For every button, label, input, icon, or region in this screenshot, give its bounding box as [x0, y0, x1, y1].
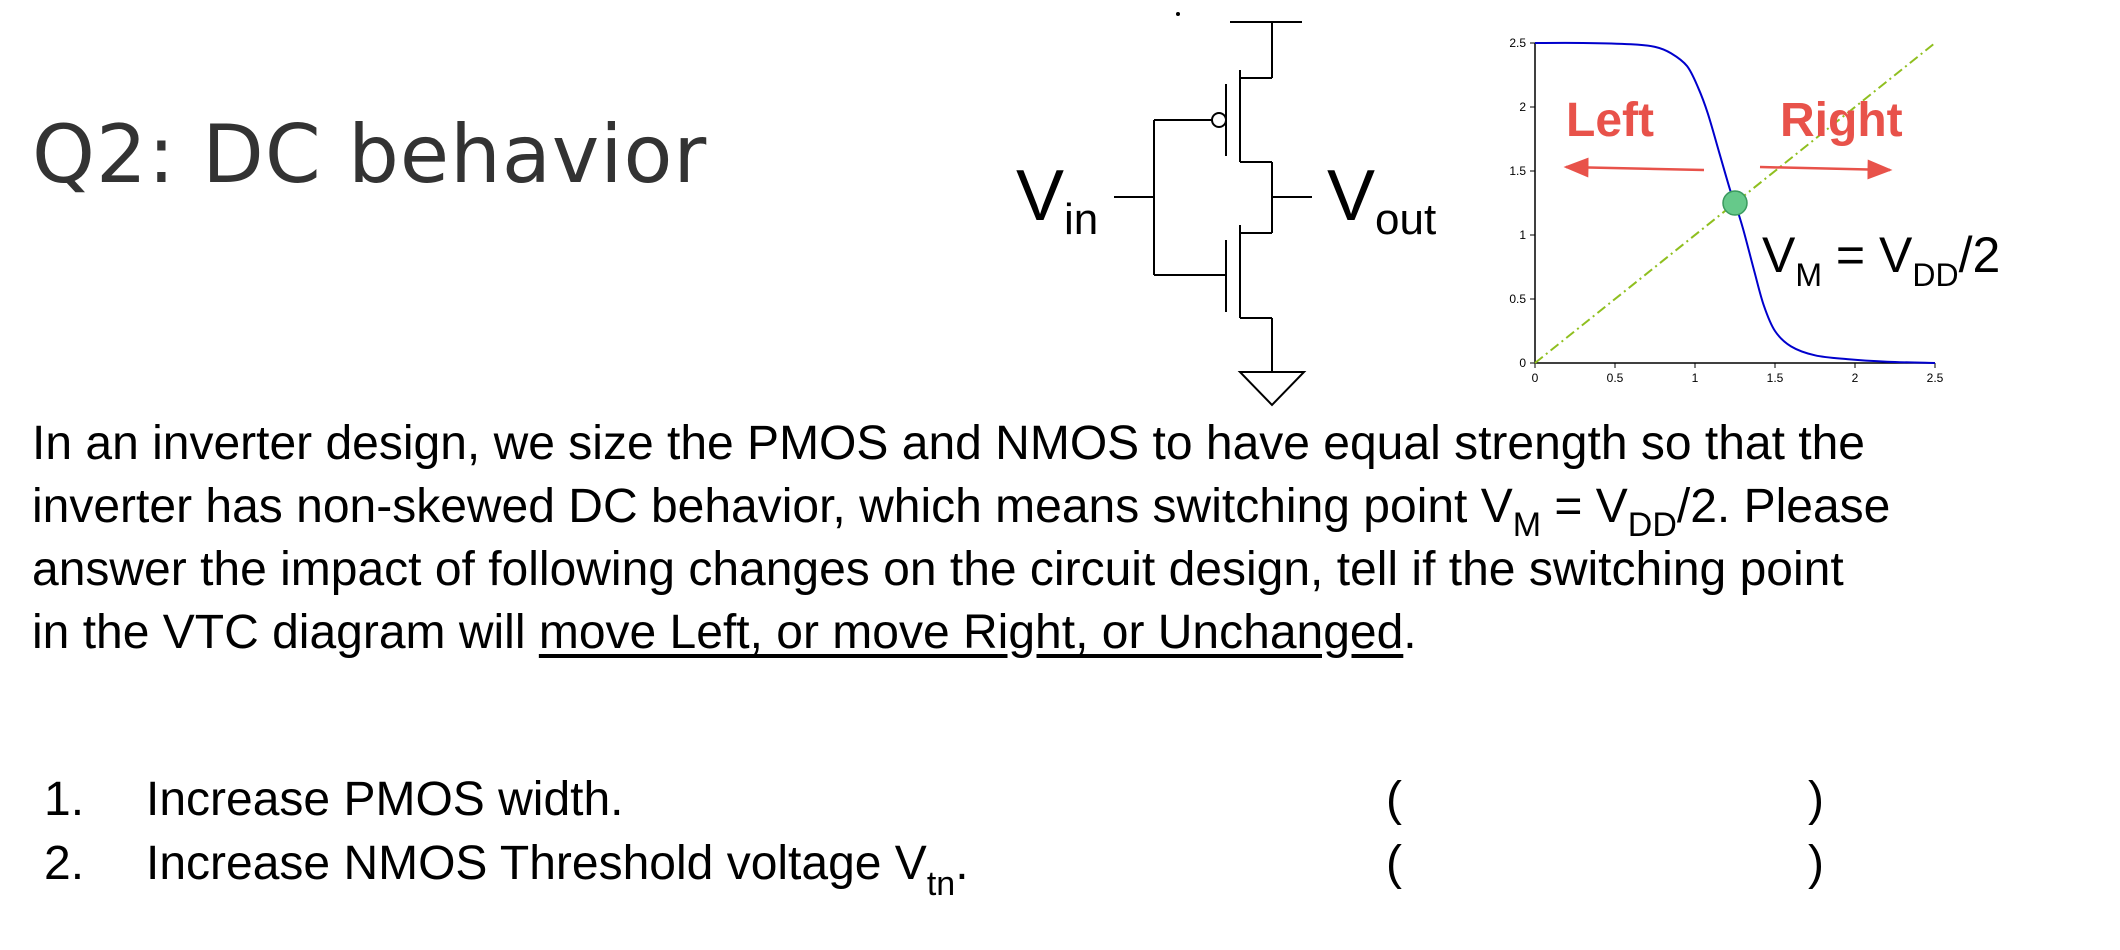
y-tick-label: 0 — [1519, 356, 1526, 370]
answer-1-open-paren: ( — [1386, 773, 1402, 826]
vm-dd-sub: DD — [1912, 257, 1958, 293]
vm-m-sub: M — [1795, 257, 1822, 293]
para-line-2b: = V — [1541, 480, 1628, 533]
vout-label: Vout — [1327, 160, 1436, 242]
page-title: Q2: DC behavior — [32, 108, 708, 201]
inverter-schematic — [1114, 12, 1312, 407]
answer-1-close-paren: ) — [1808, 773, 1824, 826]
right-arrow — [1759, 159, 1893, 180]
vout-main: V — [1327, 156, 1376, 236]
para-vdd-sub: DD — [1627, 506, 1677, 544]
x-tick-label: 0 — [1532, 371, 1539, 385]
switching-point-marker — [1722, 190, 1748, 216]
y-tick-label: 1.5 — [1509, 164, 1526, 178]
vtc-series — [1534, 41, 1936, 364]
stray-dot — [1176, 12, 1180, 16]
problem-description: In an inverter design, we size the PMOS … — [32, 412, 2102, 664]
vout-sub: out — [1375, 195, 1437, 244]
vm-v: V — [1762, 227, 1796, 283]
question-number: 1. — [44, 773, 85, 826]
left-label: Left — [1566, 94, 1654, 147]
x-tick-label: 1.5 — [1767, 371, 1784, 385]
vtn-sub: tn — [926, 865, 956, 903]
vtc-axes — [1534, 43, 1935, 364]
y-tick-label: 1 — [1519, 228, 1526, 242]
x-tick-label: 2.5 — [1927, 371, 1944, 385]
vin-sub: in — [1064, 195, 1099, 244]
y-tick-label: 2 — [1519, 100, 1526, 114]
para-options-underlined: move Left, or move Right, or Unchanged — [538, 606, 1404, 659]
para-vm-sub: M — [1512, 506, 1542, 544]
y-tick-label: 0.5 — [1509, 292, 1526, 306]
left-arrow — [1563, 157, 1705, 178]
para-line-3: answer the impact of following changes o… — [32, 543, 1844, 596]
vin-label: Vin — [1016, 160, 1098, 242]
para-line-2a: inverter has non-skewed DC behavior, whi… — [32, 480, 1513, 533]
vtc-ticks: 0 0.5 1 1.5 2 2.5 0 0.5 1 1.5 2 2.5 — [1509, 36, 1943, 385]
para-line-1: In an inverter design, we size the PMOS … — [32, 417, 1865, 470]
diagonal-line — [1534, 42, 1936, 364]
vm-equation: VM = VDD/2 — [1762, 227, 2000, 293]
question-text-end: . — [955, 837, 969, 890]
question-text: Increase PMOS width. — [146, 773, 624, 826]
question-number: 2. — [44, 837, 85, 890]
answer-2-open-paren: ( — [1386, 837, 1402, 890]
schematic-wires — [1114, 21, 1312, 407]
vtc-annotations: Left Right VM = VDD/2 — [1563, 94, 2000, 293]
answer-2-close-paren: ) — [1808, 837, 1824, 890]
para-line-2c: /2. Please — [1676, 480, 1891, 533]
y-tick-label: 2.5 — [1509, 36, 1526, 50]
vm-tail: /2 — [1959, 227, 2001, 283]
vin-main: V — [1016, 156, 1065, 236]
vm-eq: = V — [1822, 227, 1913, 283]
x-tick-label: 0.5 — [1607, 371, 1624, 385]
x-tick-label: 1 — [1692, 371, 1699, 385]
vtc-chart: 0 0.5 1 1.5 2 2.5 0 0.5 1 1.5 2 2.5 Left Right VM =… — [1509, 36, 2000, 385]
question-text: Increase NMOS Threshold voltage Vtn. — [146, 837, 969, 902]
para-line-4a: in the VTC diagram will — [32, 606, 539, 659]
right-label: Right — [1780, 94, 1903, 147]
question-text-main: Increase NMOS Threshold voltage V — [146, 837, 927, 890]
para-line-4b: . — [1403, 606, 1417, 659]
x-tick-label: 2 — [1852, 371, 1859, 385]
